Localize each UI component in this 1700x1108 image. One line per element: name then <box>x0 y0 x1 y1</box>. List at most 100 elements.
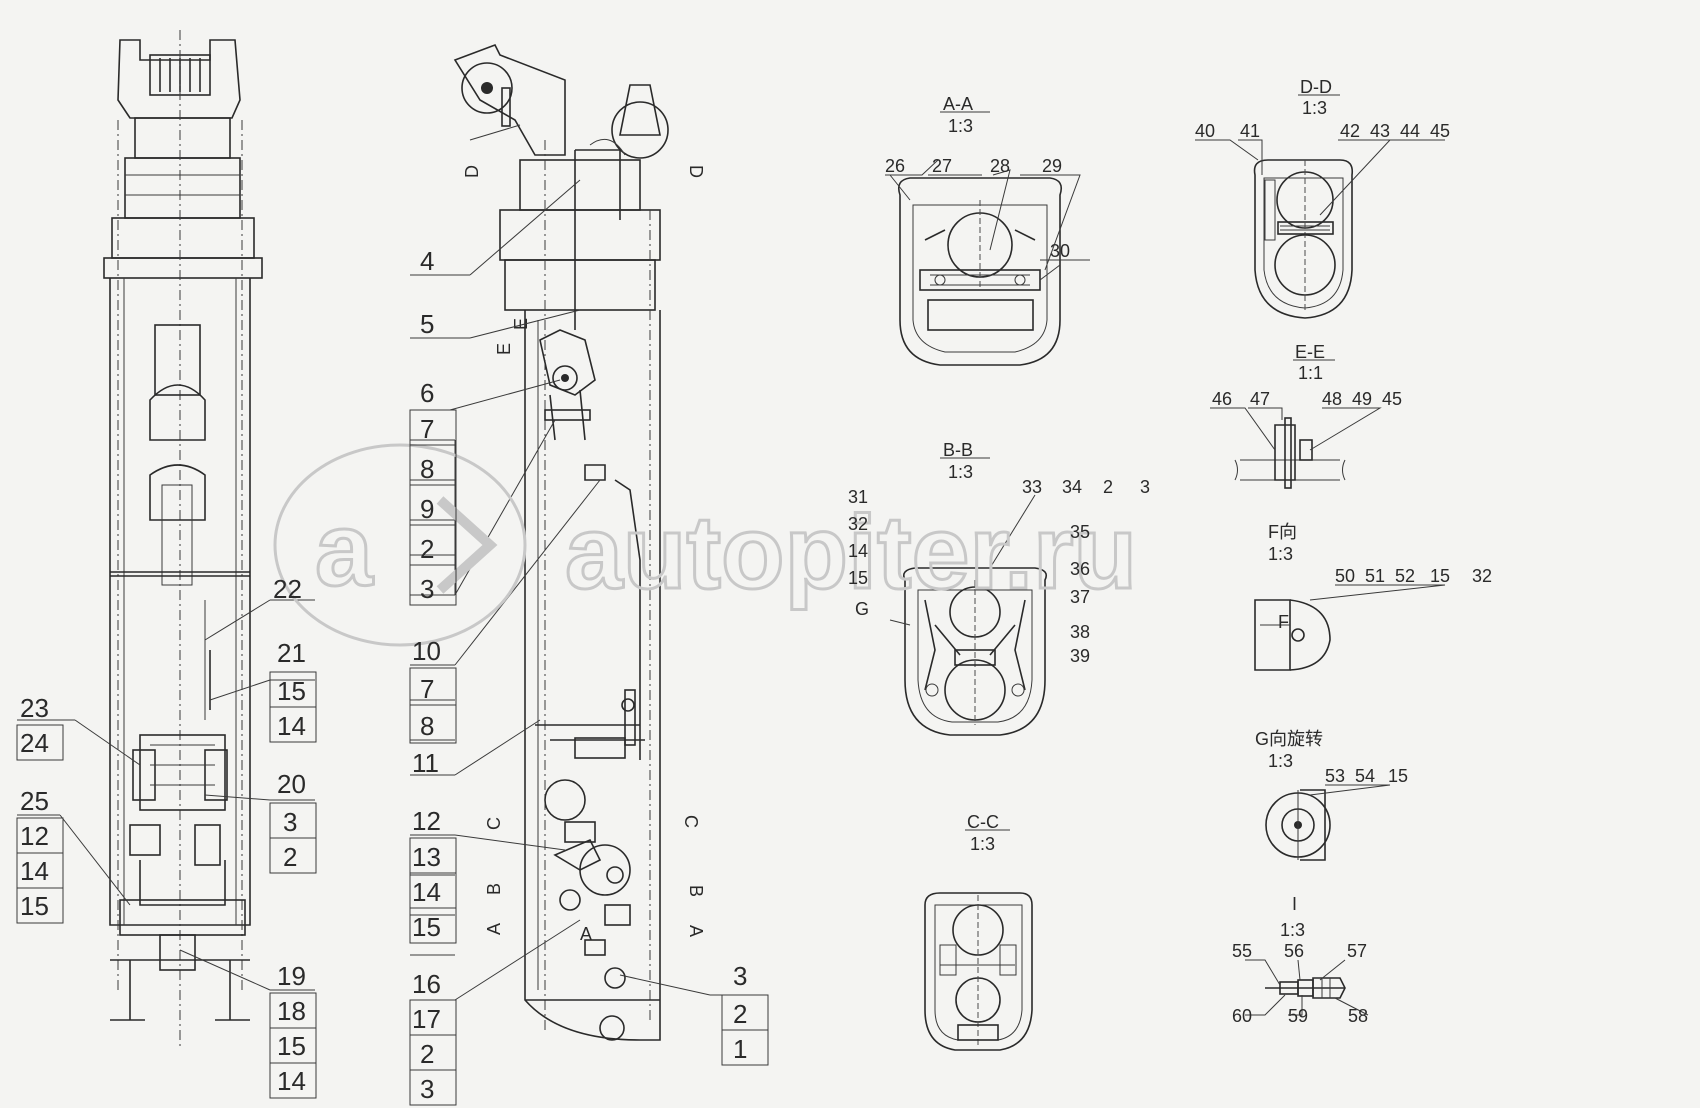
cut-mark-A-right: A <box>686 925 706 937</box>
callout-38: 38 <box>1070 622 1090 642</box>
callout-27: 27 <box>932 156 952 176</box>
callout-31: 31 <box>848 487 868 507</box>
callout-37: 37 <box>1070 587 1090 607</box>
callout-16: 16 <box>412 969 441 999</box>
section-callouts: 26 27 28 29 30 33 34 2 3 31 32 14 15 35 … <box>848 121 1492 1026</box>
callout-2-mid-c: 2 <box>733 999 747 1029</box>
callout-32: 32 <box>848 514 868 534</box>
cut-mark-D-left: D <box>462 165 482 178</box>
callout-36: 36 <box>1070 559 1090 579</box>
middle-boom-view <box>453 43 669 1041</box>
callout-56: 56 <box>1284 941 1304 961</box>
left-leaders <box>17 599 315 991</box>
callout-15-mid: 15 <box>412 912 441 942</box>
callout-52: 52 <box>1395 566 1415 586</box>
callout-58: 58 <box>1348 1006 1368 1026</box>
cut-mark-C-right: C <box>681 815 701 828</box>
callout-8-b: 8 <box>420 711 434 741</box>
callout-53: 53 <box>1325 766 1345 786</box>
callout-15-left-c: 15 <box>277 1031 306 1061</box>
callout-12-mid: 12 <box>412 806 441 836</box>
callout-20: 20 <box>277 769 306 799</box>
callout-15-F: 15 <box>1430 566 1450 586</box>
callout-4: 4 <box>420 246 434 276</box>
cut-mark-B-left: B <box>484 883 504 895</box>
callout-15-G: 15 <box>1388 766 1408 786</box>
callout-9: 9 <box>420 494 434 524</box>
callout-10: 10 <box>412 636 441 666</box>
section-F <box>1254 599 1331 671</box>
callout-7-b: 7 <box>420 674 434 704</box>
watermark-logo-ring <box>273 443 527 647</box>
callout-18: 18 <box>277 996 306 1026</box>
section-E-E <box>1234 359 1346 489</box>
callout-50: 50 <box>1335 566 1355 586</box>
cut-mark-C-left: C <box>484 817 504 830</box>
title-B-B: B-B <box>943 440 973 460</box>
callout-42: 42 <box>1340 121 1360 141</box>
watermark-text: autopiter.ru <box>565 495 1137 611</box>
callout-8-a: 8 <box>420 454 434 484</box>
title-C-C: C-C <box>967 812 999 832</box>
callout-28: 28 <box>990 156 1010 176</box>
callout-47: 47 <box>1250 389 1270 409</box>
cut-mark-D-right: D <box>686 165 706 178</box>
cut-mark-E-right: E <box>494 343 514 355</box>
section-D-D <box>1253 94 1354 319</box>
callout-6: 6 <box>420 378 434 408</box>
callout-44: 44 <box>1400 121 1420 141</box>
callout-26: 26 <box>885 156 905 176</box>
callout-15-left-b: 15 <box>20 891 49 921</box>
callout-2-left: 2 <box>283 842 297 872</box>
label-G-mark: G <box>855 599 869 619</box>
scale-G: 1:3 <box>1268 751 1293 771</box>
scale-C-C: 1:3 <box>970 834 995 854</box>
callout-3-mid-b: 3 <box>420 1074 434 1104</box>
callout-59: 59 <box>1288 1006 1308 1026</box>
callout-55: 55 <box>1232 941 1252 961</box>
callout-21: 21 <box>277 638 306 668</box>
callout-12-left: 12 <box>20 821 49 851</box>
callout-25: 25 <box>20 786 49 816</box>
cut-mark-A-mid: A <box>580 924 592 944</box>
callout-14-left-a: 14 <box>277 711 306 741</box>
cut-mark-E-left: E <box>511 318 531 330</box>
callout-14-left-b: 14 <box>20 856 49 886</box>
callout-15: 15 <box>848 568 868 588</box>
callout-3-mid-a: 3 <box>420 574 434 604</box>
callout-41: 41 <box>1240 121 1260 141</box>
callout-19: 19 <box>277 961 306 991</box>
callout-43: 43 <box>1370 121 1390 141</box>
section-A-A <box>889 111 1063 366</box>
callout-60: 60 <box>1232 1006 1252 1026</box>
callout-3-mid-c: 3 <box>733 961 747 991</box>
callout-40: 40 <box>1195 121 1215 141</box>
cut-mark-B-right: B <box>686 885 706 897</box>
left-callouts: 22 21 15 14 23 24 20 3 2 25 12 14 15 19 … <box>16 574 317 1099</box>
callout-7-a: 7 <box>420 414 434 444</box>
callout-1: 1 <box>733 1034 747 1064</box>
cut-mark-A-left: A <box>484 923 504 935</box>
callout-3-left: 3 <box>283 807 297 837</box>
callout-35: 35 <box>1070 522 1090 542</box>
title-E-E: E-E <box>1295 342 1325 362</box>
callout-49: 49 <box>1352 389 1372 409</box>
watermark-arrow-icon <box>436 496 498 594</box>
title-D-D: D-D <box>1300 77 1332 97</box>
title-F: F向 <box>1268 522 1297 542</box>
callout-2-mid-b: 2 <box>420 1039 434 1069</box>
left-boom-view <box>103 30 263 1050</box>
scale-I: 1:3 <box>1280 920 1305 940</box>
middle-callouts: 4 5 6 7 8 9 2 3 10 7 8 11 12 13 14 15 16… <box>409 246 769 1106</box>
callout-23: 23 <box>20 693 49 723</box>
section-titles: A-A 1:3 B-B 1:3 C-C 1:3 D-D 1:3 E-E 1:1 … <box>855 77 1332 940</box>
callout-45a: 45 <box>1430 121 1450 141</box>
callout-3: 3 <box>1140 477 1150 497</box>
callout-46: 46 <box>1212 389 1232 409</box>
callout-15-left-a: 15 <box>277 676 306 706</box>
callout-54: 54 <box>1355 766 1375 786</box>
scale-B-B: 1:3 <box>948 462 973 482</box>
scale-D-D: 1:3 <box>1302 98 1327 118</box>
section-G <box>1265 789 1331 861</box>
